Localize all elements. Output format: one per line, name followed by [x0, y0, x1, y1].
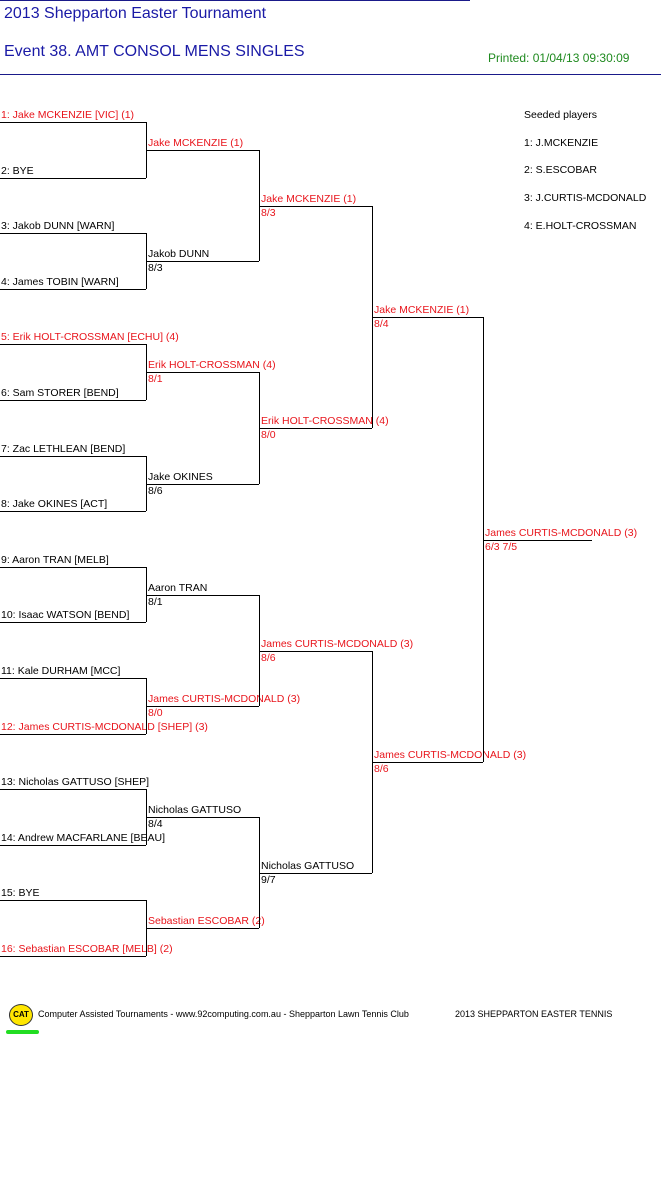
event-title: Event 38. AMT CONSOL MENS SINGLES: [4, 43, 305, 60]
round2-winner: Jake OKINES: [148, 471, 213, 483]
seeded-players-title: Seeded players: [524, 109, 597, 121]
draw-entry-line: [0, 400, 146, 401]
round3-winner: Erik HOLT-CROSSMAN (4): [261, 415, 389, 427]
seeded-player-3: 3: J.CURTIS-MCDONALD: [524, 192, 647, 204]
draw-entry: 3: Jakob DUNN [WARN]: [1, 220, 115, 232]
draw-entry-line: [0, 178, 146, 179]
round2-line: [146, 150, 259, 151]
draw-entry-line: [0, 734, 146, 735]
draw-entry-line: [0, 567, 146, 568]
draw-entry: 16: Sebastian ESCOBAR [MELB] (2): [1, 943, 173, 955]
round2-score: 8/3: [148, 262, 163, 274]
round2-winner: Erik HOLT-CROSSMAN (4): [148, 359, 276, 371]
round3-line: [259, 206, 372, 207]
draw-entry-line: [0, 622, 146, 623]
round2-winner: Nicholas GATTUSO: [148, 804, 242, 816]
round2-score: 8/4: [148, 818, 163, 830]
bracket-connector: [146, 567, 147, 622]
draw-entry: 8: Jake OKINES [ACT]: [1, 498, 108, 510]
draw-entry: 4: James TOBIN [WARN]: [1, 276, 119, 288]
round2-line: [146, 372, 259, 373]
round3-line: [259, 651, 372, 652]
bracket-connector: [259, 595, 260, 706]
round2-winner: Aaron TRAN: [148, 582, 208, 594]
bracket-connector: [146, 456, 147, 511]
draw-entry: 11: Kale DURHAM [MCC]: [1, 665, 121, 677]
round3-line: [259, 428, 372, 429]
round2-score: 8/0: [148, 707, 163, 719]
round3-winner: Jake MCKENZIE (1): [261, 193, 357, 205]
round2-score: 8/6: [148, 485, 163, 497]
draw-entry: 10: Isaac WATSON [BEND]: [1, 609, 130, 621]
round4-line: [372, 317, 483, 318]
round2-winner: Jake MCKENZIE (1): [148, 137, 244, 149]
draw-entry-line: [0, 233, 146, 234]
draw-entry: 5: Erik HOLT-CROSSMAN [ECHU] (4): [1, 331, 179, 343]
champion-score: 6/3 7/5: [485, 541, 518, 553]
seeded-player-2: 2: S.ESCOBAR: [524, 164, 597, 176]
round3-score: 9/7: [261, 874, 276, 886]
draw-entry: 2: BYE: [1, 165, 34, 177]
round4-winner: James CURTIS-MCDONALD (3): [374, 749, 527, 761]
round3-score: 8/0: [261, 429, 276, 441]
round2-score: 8/1: [148, 596, 163, 608]
draw-entry: 6: Sam STORER [BEND]: [1, 387, 119, 399]
header-top-rule: [0, 0, 470, 1]
round4-winner: Jake MCKENZIE (1): [374, 304, 470, 316]
header-bottom-rule: [0, 74, 661, 75]
footer-credit: Computer Assisted Tournaments - www.92co…: [38, 1009, 409, 1019]
round2-winner: James CURTIS-MCDONALD (3): [148, 693, 301, 705]
draw-entry: 1: Jake MCKENZIE [VIC] (1): [1, 109, 135, 121]
round4-line: [372, 762, 483, 763]
draw-entry-line: [0, 344, 146, 345]
round2-line: [146, 261, 259, 262]
draw-entry-line: [0, 900, 146, 901]
seeded-player-1: 1: J.MCKENZIE: [524, 137, 599, 149]
draw-entry-line: [0, 511, 146, 512]
round2-line: [146, 817, 259, 818]
round2-line: [146, 484, 259, 485]
footer-tournament: 2013 SHEPPARTON EASTER TENNIS: [455, 1009, 613, 1019]
draw-entry: 12: James CURTIS-MCDONALD [SHEP] (3): [1, 721, 208, 733]
round3-score: 8/3: [261, 207, 276, 219]
champion-line: [483, 540, 592, 541]
round2-line: [146, 928, 259, 929]
round2-winner: Jakob DUNN: [148, 248, 210, 260]
cat-logo: CAT: [9, 1004, 33, 1026]
seeded-player-4: 4: E.HOLT-CROSSMAN: [524, 220, 637, 232]
round3-score: 8/6: [261, 652, 276, 664]
champion-name: James CURTIS-MCDONALD (3): [485, 527, 638, 539]
printed-timestamp: Printed: 01/04/13 09:30:09: [488, 51, 630, 65]
draw-entry: 15: BYE: [1, 887, 40, 899]
draw-entry: 9: Aaron TRAN [MELB]: [1, 554, 109, 566]
round4-score: 8/4: [374, 318, 389, 330]
round3-winner: Nicholas GATTUSO: [261, 860, 355, 872]
page-title: 2013 Shepparton Easter Tournament: [4, 5, 267, 22]
bracket-connector: [259, 150, 260, 261]
draw-entry: 14: Andrew MACFARLANE [BEAU]: [1, 832, 165, 844]
draw-entry-line: [0, 456, 146, 457]
draw-entry: 13: Nicholas GATTUSO [SHEP]: [1, 776, 150, 788]
draw-entry-line: [0, 122, 146, 123]
bracket-connector: [483, 317, 484, 762]
draw-entry-line: [0, 956, 146, 957]
round3-line: [259, 873, 372, 874]
bracket-connector: [259, 817, 260, 928]
round3-winner: James CURTIS-MCDONALD (3): [261, 638, 414, 650]
round4-score: 8/6: [374, 763, 389, 775]
round2-line: [146, 706, 259, 707]
round2-winner: Sebastian ESCOBAR (2): [148, 915, 265, 927]
draw-entry-line: [0, 289, 146, 290]
draw-entry: 7: Zac LETHLEAN [BEND]: [1, 443, 126, 455]
draw-entry-line: [0, 678, 146, 679]
draw-entry-line: [0, 789, 146, 790]
cat-logo-underline: [6, 1030, 39, 1034]
draw-entry-line: [0, 845, 146, 846]
round2-line: [146, 595, 259, 596]
round2-score: 8/1: [148, 373, 163, 385]
